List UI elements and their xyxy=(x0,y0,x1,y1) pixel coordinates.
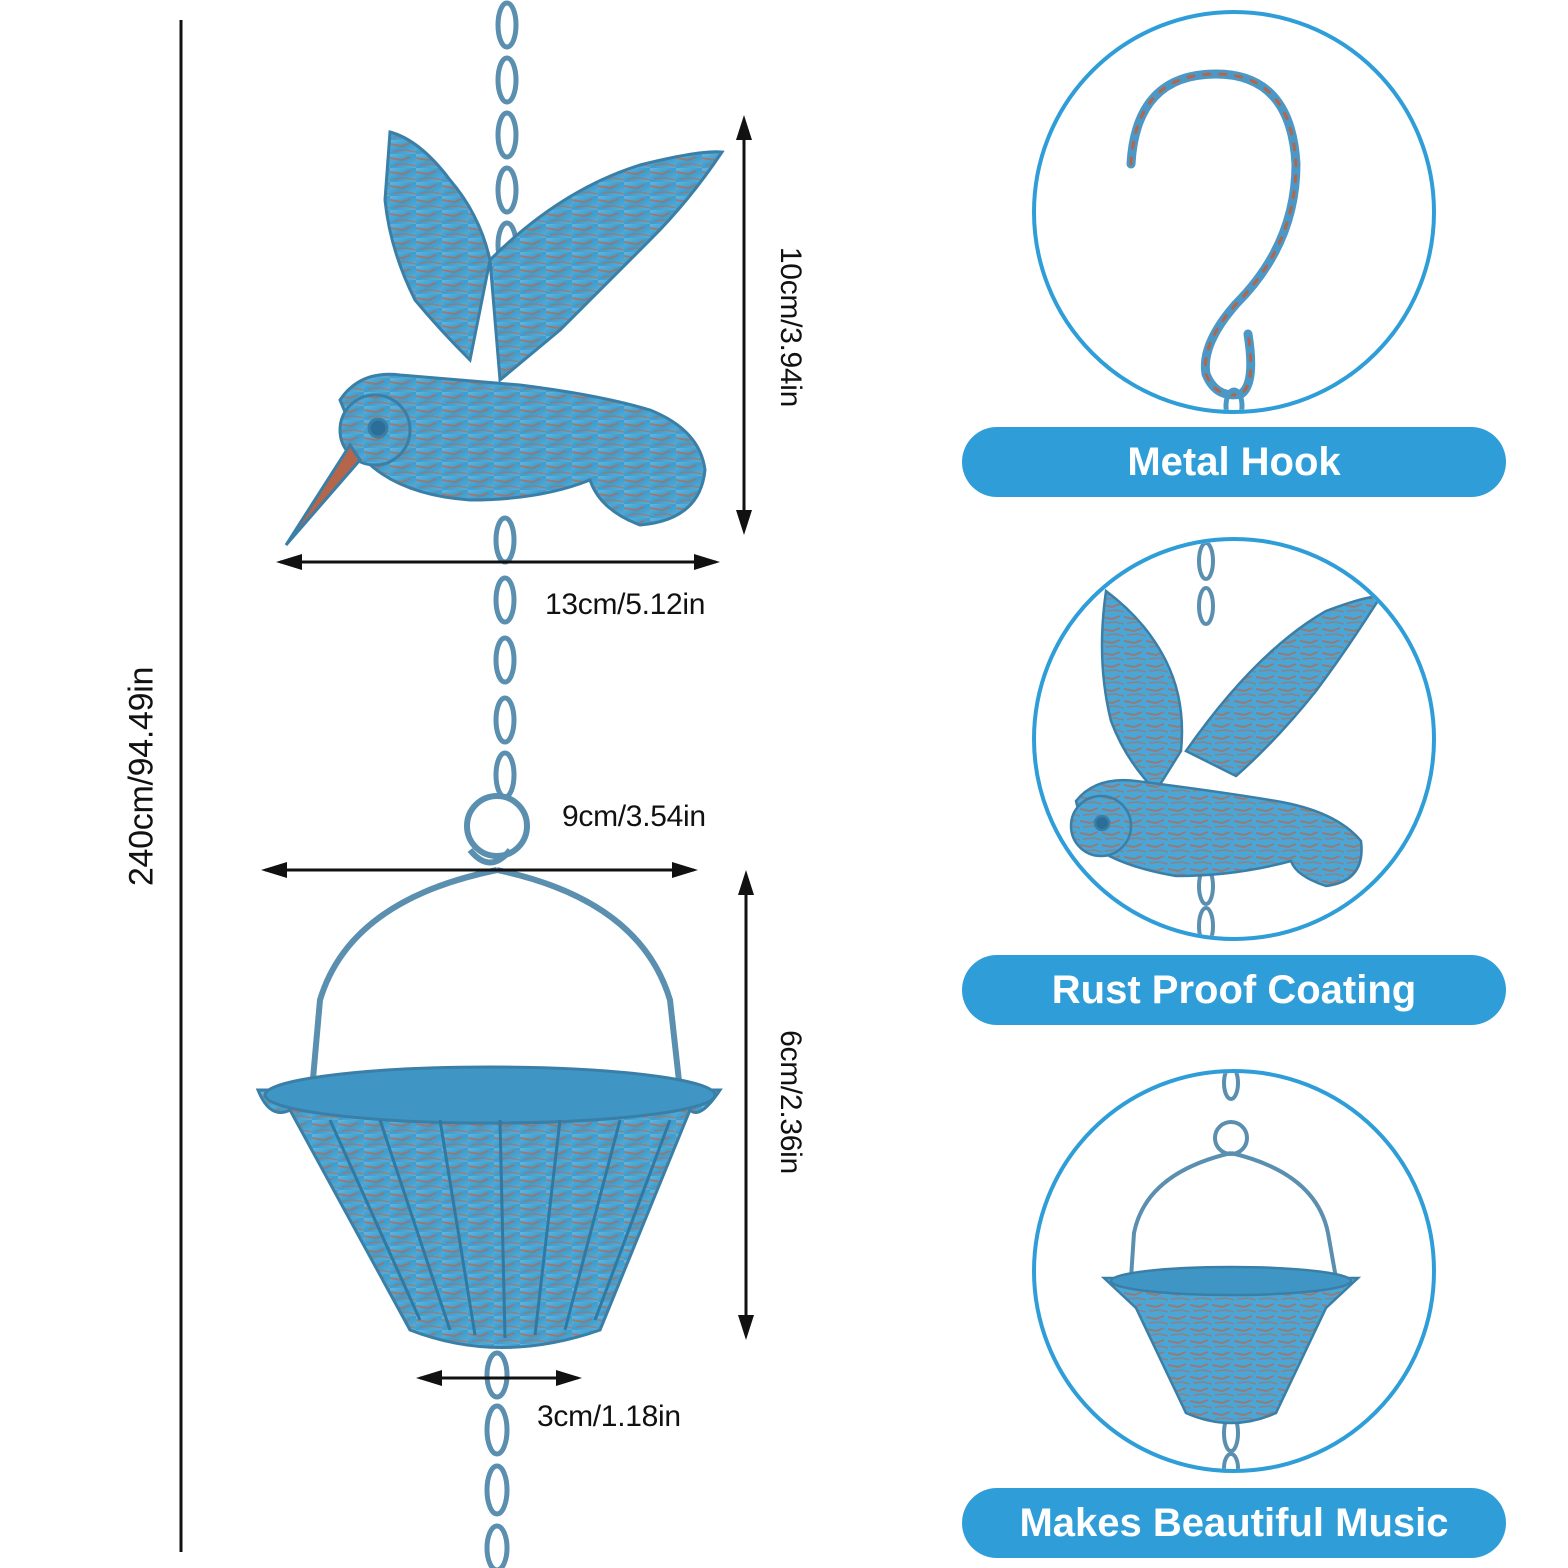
chain-bottom xyxy=(484,1350,510,1568)
product-illustration xyxy=(179,0,754,1568)
cup-figure xyxy=(255,1065,723,1349)
chain-top xyxy=(495,0,519,270)
chain-middle xyxy=(493,515,517,800)
feature-pill-music: Makes Beautiful Music xyxy=(962,1488,1506,1558)
metal-hook-icon xyxy=(1126,69,1301,410)
feature-pill-rust-proof: Rust Proof Coating xyxy=(962,955,1506,1025)
total-length-label: 240cm/94.49in xyxy=(122,666,161,887)
cup-handle xyxy=(309,848,683,1091)
hummingbird-icon xyxy=(1069,541,1384,937)
cup-icon xyxy=(1100,1073,1362,1469)
hummingbird-figure xyxy=(284,130,725,546)
bird-height-label: 10cm/3.94in xyxy=(774,246,807,408)
cup-height-label: 6cm/2.36in xyxy=(774,1030,807,1174)
bird-width-label: 13cm/5.12in xyxy=(545,588,706,621)
feature-circle-bird xyxy=(1032,537,1436,941)
cup-width-label: 9cm/3.54in xyxy=(562,800,706,833)
feature-circle-cup xyxy=(1032,1069,1436,1473)
cup-bottom-label: 3cm/1.18in xyxy=(537,1400,681,1433)
dimension-arrows xyxy=(261,115,754,1386)
cup-ring xyxy=(464,793,530,859)
feature-circle-hook xyxy=(1032,10,1436,414)
feature-pill-metal-hook: Metal Hook xyxy=(962,427,1506,497)
